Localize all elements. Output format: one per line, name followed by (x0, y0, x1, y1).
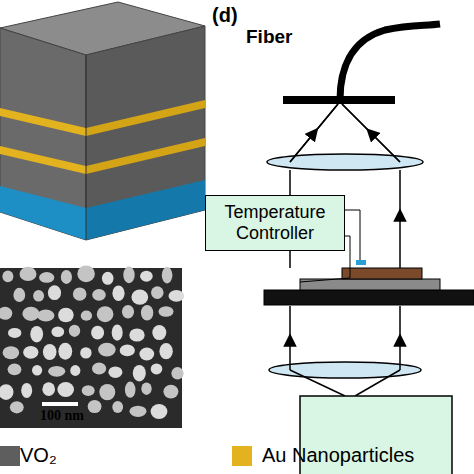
nanoparticle-blob (151, 286, 164, 299)
legend-swatch (232, 446, 252, 466)
nanoparticle-blob (58, 343, 72, 360)
nanoparticle-blob (97, 306, 114, 322)
nanoparticle-blob (8, 328, 21, 338)
nanoparticle-blob (3, 346, 20, 359)
nanoparticle-blob (32, 365, 42, 375)
nanoparticle-blob (129, 328, 144, 341)
nanoparticle-blob (13, 288, 25, 302)
nanoparticle-blob (81, 311, 92, 321)
nanoparticle-blob (139, 348, 154, 361)
nanoparticle-blob (69, 325, 80, 337)
nanoparticle-blob (112, 325, 123, 341)
nanoparticle-blob (108, 366, 122, 378)
nanoparticle-blob (23, 346, 38, 359)
node-text: Temperature Controller (206, 202, 344, 243)
nanoparticle-blob (171, 367, 183, 379)
nanoparticle-blob (82, 385, 95, 396)
nanoparticle-blob (122, 305, 134, 318)
panel-letter: (d) (212, 4, 238, 27)
nanoparticle-blob (57, 382, 74, 397)
nanoparticle-blob (141, 383, 151, 395)
nanoparticle-blob (58, 308, 74, 323)
scale-bar (42, 402, 78, 406)
nanoparticle-blob (163, 385, 178, 399)
nanoparticle-blob (39, 272, 54, 283)
nanoparticle-blob (133, 365, 146, 382)
nanoparticle-blob (2, 270, 13, 282)
nanoparticle-blob (125, 382, 136, 398)
nanoparticle-blob (112, 286, 124, 301)
nanoparticle-blob (51, 327, 64, 338)
fiber-label: Fiber (246, 26, 292, 48)
nanoparticle-blob (33, 290, 44, 302)
controller-box: Temperature Controller (205, 195, 345, 251)
nanoparticle-blob (159, 306, 174, 317)
nanoparticle-blob (123, 267, 134, 284)
legend-swatch (0, 446, 20, 466)
legend-text: Au Nanoparticles (262, 444, 414, 467)
layer-stack-illustration (0, 2, 205, 240)
nanoparticle-blob (112, 401, 123, 413)
nanoparticle-blob (0, 307, 12, 320)
nanoparticle-blob (80, 347, 91, 358)
sem-image (0, 265, 184, 428)
nanoparticle-blob (70, 365, 80, 376)
nanoparticle-blob (10, 401, 24, 413)
nanoparticle-blob (43, 344, 57, 360)
nanoparticle-blob (48, 366, 65, 377)
nanoparticle-blob (152, 325, 166, 340)
nanoparticle-blob (21, 383, 32, 398)
nanoparticle-blob (159, 343, 172, 359)
nanoparticle-blob (169, 290, 185, 302)
nanoparticle-blob (140, 271, 153, 282)
nanoparticle-blob (77, 265, 95, 282)
legend-text: VO₂ (20, 444, 57, 467)
nanoparticle-blob (98, 343, 116, 357)
nanoparticle-blob (88, 400, 102, 413)
nanoparticle-blob (0, 384, 14, 400)
scale-bar-label: 100 nm (40, 408, 84, 424)
nanoparticle-blob (120, 345, 135, 357)
nanoparticle-blob (92, 289, 106, 301)
nanoparticle-blob (130, 406, 147, 417)
nanoparticle-blob (22, 307, 39, 321)
nanoparticle-blob (42, 382, 55, 396)
nanoparticle-blob (8, 363, 22, 375)
nanoparticle-blob (151, 404, 168, 419)
nanoparticle-blob (30, 326, 43, 343)
nanoparticle-blob (151, 363, 163, 374)
nanoparticle-blob (48, 285, 61, 300)
nanoparticle-blob (102, 272, 114, 285)
nanoparticle-blob (37, 310, 54, 322)
nanoparticle-blob (92, 363, 106, 375)
nanoparticle-blob (131, 290, 148, 305)
nanoparticle-blob (91, 326, 104, 340)
nanoparticle-blob (20, 267, 37, 281)
nanoparticle-blob (99, 384, 115, 400)
nanoparticle-blob (61, 270, 72, 284)
nanoparticle-blob (141, 305, 153, 321)
nanoparticle-blob (73, 287, 87, 300)
nanoparticle-blob (162, 267, 173, 283)
